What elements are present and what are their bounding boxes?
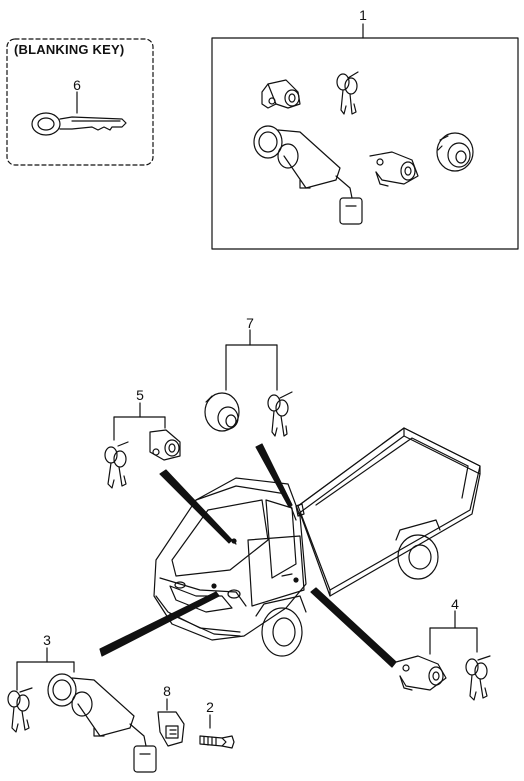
lock-kit-group [211,23,519,250]
key-pair-7-icon [267,391,293,437]
pointer-5 [159,469,233,544]
key-pair-5-icon [104,441,129,489]
key-reminder-switch-icon [157,711,185,747]
pointer-7 [255,443,293,508]
truck-door [247,535,305,607]
door-lock-cylinder-icon [261,79,301,109]
blanking-key-icon [31,112,127,136]
callout-2: 2 [206,699,214,715]
door-lock-cylinder-right-icon [369,151,419,187]
ignition-switch-3-icon [47,673,157,773]
group-7 [204,329,293,437]
blanking-key-title: (BLANKING KEY) [14,42,125,57]
door-lock-cylinder-5-icon [149,429,181,461]
pointer-3 [99,591,220,657]
truck-windshield [171,499,269,577]
fuel-cap-lock-icon [436,132,474,172]
part-2 [199,714,235,749]
key-pair-icon [336,71,359,115]
callout-4: 4 [451,596,459,612]
blanking-key-box [6,38,154,166]
truck-illustration [153,427,481,657]
callout-1: 1 [359,7,367,23]
bolt-icon [199,735,235,749]
blanking-key-group [6,38,154,166]
callout-5: 5 [136,387,144,403]
key-pair-3-icon [7,687,33,733]
truck-rear-wheel [397,534,439,580]
callout-6: 6 [73,77,81,93]
part-8 [157,698,185,747]
callout-7: 7 [246,315,254,331]
truck-front-wheel [261,607,303,657]
ignition-switch-icon [253,125,363,225]
fuel-cap-lock-7-icon [204,392,240,432]
group-5 [104,402,181,489]
group-4 [395,610,491,701]
key-pair-4-icon [465,655,491,701]
truck-grille [169,585,233,613]
lock-kit-box [211,37,519,250]
pointer-4 [310,587,397,668]
group-3 [7,647,157,773]
callout-3: 3 [43,632,51,648]
callout-8: 8 [163,683,171,699]
truck-cab [153,477,307,641]
truck-side-window [265,499,297,579]
door-lock-cylinder-4-icon [395,655,447,691]
